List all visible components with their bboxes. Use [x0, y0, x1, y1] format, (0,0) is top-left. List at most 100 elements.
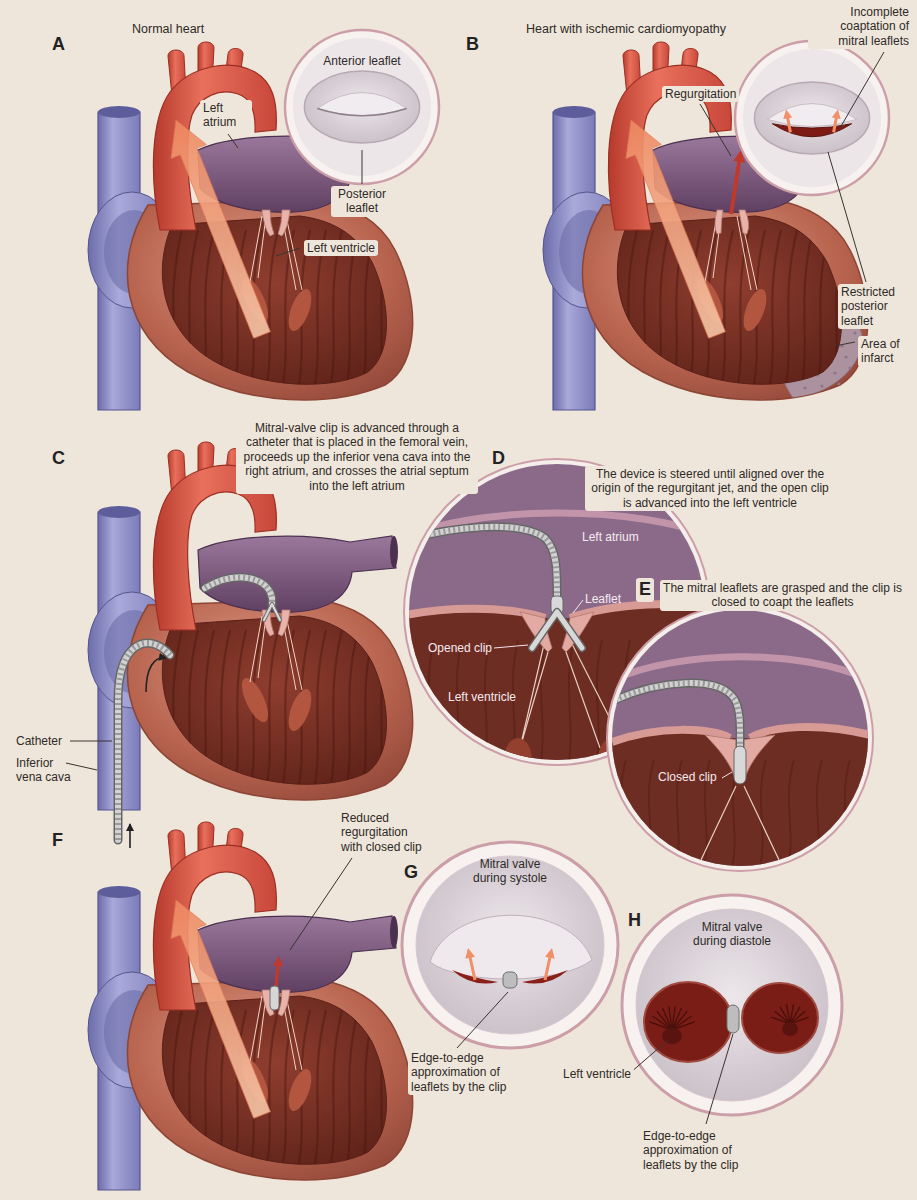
mitral-clip: [270, 986, 279, 1010]
papillary-muscle: [504, 738, 532, 782]
catheter: [390, 527, 557, 598]
trabeculae: [625, 230, 845, 390]
trabecula: [266, 1010, 278, 1170]
panel-letter: F: [52, 830, 63, 852]
blood-flow-arrow: [171, 120, 270, 338]
chorda: [250, 996, 262, 1062]
valve-surface: [636, 909, 828, 1101]
trabecula: [817, 230, 829, 390]
panel-letter: H: [628, 910, 641, 932]
trabecula: [400, 640, 406, 770]
chorda: [286, 616, 302, 690]
trabecula: [816, 760, 822, 868]
part-label: Edge-to-edge approximation of leaflets b…: [408, 1050, 526, 1095]
part-label: Leaflet: [585, 592, 621, 606]
part-label: Left ventricle: [560, 1066, 634, 1082]
part-label: Left ventricle: [304, 240, 378, 256]
mitral-clip: [264, 604, 280, 620]
valve-inset: [285, 30, 439, 184]
trabecula: [788, 760, 794, 868]
trabecula: [186, 1010, 198, 1170]
valve-inset: [735, 41, 889, 195]
caption-text: Mitral-valve clip is advanced through a …: [236, 420, 478, 494]
leader-line: [573, 600, 583, 613]
inset-ground: [743, 49, 881, 187]
trabecula: [202, 1010, 214, 1170]
mitral-leaflet: [262, 210, 274, 236]
part-label: Mitral valve during diastole: [692, 920, 772, 949]
chorda: [250, 216, 262, 282]
caption-text: The device is steered until aligned over…: [585, 466, 835, 511]
leader-line: [70, 741, 112, 742]
valve-diastole: [622, 895, 842, 1115]
heart-illustration: [88, 42, 413, 410]
trabecula: [218, 630, 230, 790]
regurgitation-arrow: [832, 109, 841, 132]
trabecula: [330, 630, 342, 790]
catheter-coil: [390, 527, 557, 598]
panel-letter: B: [466, 34, 479, 56]
leader-line: [828, 152, 866, 282]
leader-line: [228, 134, 238, 148]
trabeculae: [170, 230, 390, 390]
trabecula: [378, 1010, 390, 1170]
blood-flow-arrow: [626, 120, 725, 338]
regurgitation-arrow: [544, 948, 555, 980]
heart-illustration: [88, 442, 413, 848]
leader-line: [700, 104, 731, 156]
leader-line: [494, 645, 528, 648]
left-atrium: [198, 916, 396, 992]
leader-line: [290, 858, 352, 950]
trabecula: [844, 760, 850, 868]
catheter-outline: [205, 577, 272, 604]
infarct-mottle: [833, 371, 836, 374]
trabecula: [769, 230, 781, 390]
mitral-clip: [264, 604, 280, 620]
inset-border: [285, 30, 439, 184]
valve-annulus: [754, 82, 869, 154]
part-label: Area of infarct: [858, 336, 910, 367]
vena-cava-opening: [98, 506, 140, 518]
chorda: [672, 1016, 692, 1030]
infarct-mottle: [844, 355, 847, 358]
catheter-coil: [615, 683, 740, 748]
infarct-mottle: [853, 331, 856, 334]
coaptation-line: [317, 108, 406, 115]
heart-illustration: [88, 822, 413, 1190]
regurgitation-arrow: [465, 948, 476, 980]
papillary-muscle: [237, 674, 274, 725]
part-label: Edge-to-edge approximation of leaflets b…: [640, 1128, 762, 1173]
panel-letter: E: [636, 578, 654, 602]
valve-systole: [402, 842, 618, 1048]
trabecula: [378, 230, 390, 390]
trabecula: [620, 760, 626, 868]
ventricle: [612, 727, 870, 870]
caption-text: The mitral leaflets are grasped and the …: [660, 580, 905, 611]
infarct-mottle: [820, 384, 823, 387]
direction-arrow: [129, 824, 131, 848]
catheter-outline: [118, 643, 170, 840]
pulmonary-vein: [390, 536, 398, 568]
trabecula: [625, 230, 637, 390]
catheter: [118, 643, 170, 840]
anterior-leaflet: [430, 915, 592, 979]
chorda: [520, 652, 548, 748]
trabecula: [484, 640, 490, 770]
part-label: Opened clip: [428, 641, 492, 655]
trabecula: [234, 630, 246, 790]
catheter-outline: [390, 527, 557, 598]
valve-border: [402, 842, 618, 1048]
trabecula: [266, 230, 278, 390]
papillary-muscle: [739, 286, 771, 334]
chorda: [250, 616, 262, 682]
mitral-leaflet: [278, 990, 290, 1016]
catheter: [205, 577, 272, 604]
closed-clip: [734, 746, 746, 784]
part-label: Left atrium: [200, 100, 252, 131]
zoom-inset: [607, 605, 878, 871]
leader-line: [706, 1034, 733, 1124]
chorda: [286, 216, 302, 290]
inset-border: [735, 41, 889, 195]
panel-letter: C: [52, 448, 65, 470]
valve-surface: [416, 856, 604, 1034]
